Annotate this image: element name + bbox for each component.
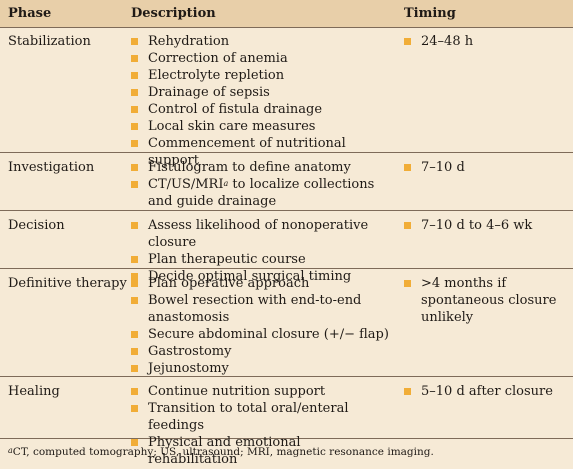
list-item: Rehydration <box>131 33 391 50</box>
header-phase: Phase <box>8 6 52 21</box>
list-item: Local skin care measures <box>131 118 391 135</box>
bullet-icon <box>131 439 138 446</box>
phase-cell: Decision <box>8 218 65 233</box>
phase-cell: Stabilization <box>8 34 91 49</box>
table-footnote: aCT, computed tomography; US, ultrasound… <box>8 445 434 459</box>
list-item: Continue nutrition support <box>131 383 391 400</box>
table-row-investigation: Investigation Fistulogram to define anat… <box>0 153 573 211</box>
list-item: Gastrostomy <box>131 343 391 360</box>
list-item: Jejunostomy <box>131 360 391 377</box>
footnote-marker: a <box>8 446 13 455</box>
bullet-icon <box>131 280 138 287</box>
description-cell: Fistulogram to define anatomy CT/US/MRIa… <box>131 159 391 210</box>
table-row-healing: Healing Continue nutrition support Trans… <box>0 377 573 467</box>
timing-cell: 7–10 d to 4–6 wk <box>404 217 564 234</box>
timing-cell: >4 months if spontaneous closure unlikel… <box>404 275 564 326</box>
bullet-icon <box>404 164 411 171</box>
table-row-decision: Decision Assess likelihood of nonoperati… <box>0 211 573 284</box>
phase-cell: Healing <box>8 384 60 399</box>
bullet-icon <box>131 89 138 96</box>
list-item: Bowel resection with end-to-end anastomo… <box>131 292 391 326</box>
list-item: Fistulogram to define anatomy <box>131 159 391 176</box>
list-item: Commencement of nutritional support <box>131 135 391 169</box>
bullet-icon <box>131 38 138 45</box>
list-item: Control of fistula drainage <box>131 101 391 118</box>
list-item: Correction of anemia <box>131 50 391 67</box>
bullet-icon <box>131 72 138 79</box>
list-item: Assess likelihood of nonoperative closur… <box>131 217 391 251</box>
phase-cell: Investigation <box>8 160 95 175</box>
bullet-icon <box>131 106 138 113</box>
timing-item: >4 months if spontaneous closure unlikel… <box>404 275 564 326</box>
list-item: Transition to total oral/enteral feeding… <box>131 400 391 434</box>
bullet-icon <box>131 331 138 338</box>
bullet-icon <box>404 280 411 287</box>
footnote-marker: a <box>223 179 229 188</box>
timing-cell: 5–10 d after closure <box>404 383 564 400</box>
list-item: Plan therapeutic course <box>131 251 391 268</box>
bullet-icon <box>131 297 138 304</box>
bullet-icon <box>131 164 138 171</box>
bullet-icon <box>131 348 138 355</box>
bullet-icon <box>404 38 411 45</box>
bullet-icon <box>131 181 138 188</box>
phase-cell: Definitive therapy <box>8 276 127 291</box>
list-item: Drainage of sepsis <box>131 84 391 101</box>
bullet-icon <box>131 388 138 395</box>
footnote-text: CT, computed tomography; US, ultrasound;… <box>12 446 434 458</box>
timing-cell: 24–48 h <box>404 33 564 50</box>
description-cell: Plan operative approach Bowel resection … <box>131 275 391 377</box>
table-header: Phase Description Timing <box>0 0 573 28</box>
timing-item: 7–10 d <box>404 159 564 176</box>
list-item: Decide optimal surgical timing <box>131 268 391 285</box>
table-row-definitive-therapy: Definitive therapy Plan operative approa… <box>0 269 573 377</box>
description-cell: Rehydration Correction of anemia Electro… <box>131 33 391 169</box>
timing-cell: 7–10 d <box>404 159 564 176</box>
bullet-icon <box>404 222 411 229</box>
header-description: Description <box>131 6 216 21</box>
list-item: Physical and emotional rehabilitation <box>131 434 391 468</box>
bullet-icon <box>131 365 138 372</box>
list-item: Electrolyte repletion <box>131 67 391 84</box>
list-item: Plan operative approach <box>131 275 391 292</box>
table-row-stabilization: Stabilization Rehydration Correction of … <box>0 27 573 168</box>
bullet-icon <box>404 388 411 395</box>
bullet-icon <box>131 273 138 280</box>
bullet-icon <box>131 256 138 263</box>
bullet-icon <box>131 405 138 412</box>
list-item: Secure abdominal closure (+/− flap) <box>131 326 391 343</box>
bullet-icon <box>131 140 138 147</box>
bullet-icon <box>131 55 138 62</box>
timing-item: 7–10 d to 4–6 wk <box>404 217 564 234</box>
description-cell: Continue nutrition support Transition to… <box>131 383 391 468</box>
description-cell: Assess likelihood of nonoperative closur… <box>131 217 391 285</box>
list-item: CT/US/MRIa to localize collections and g… <box>131 176 391 210</box>
bullet-icon <box>131 222 138 229</box>
bullet-icon <box>131 123 138 130</box>
header-timing: Timing <box>404 6 456 21</box>
timing-item: 24–48 h <box>404 33 564 50</box>
timing-item: 5–10 d after closure <box>404 383 564 400</box>
